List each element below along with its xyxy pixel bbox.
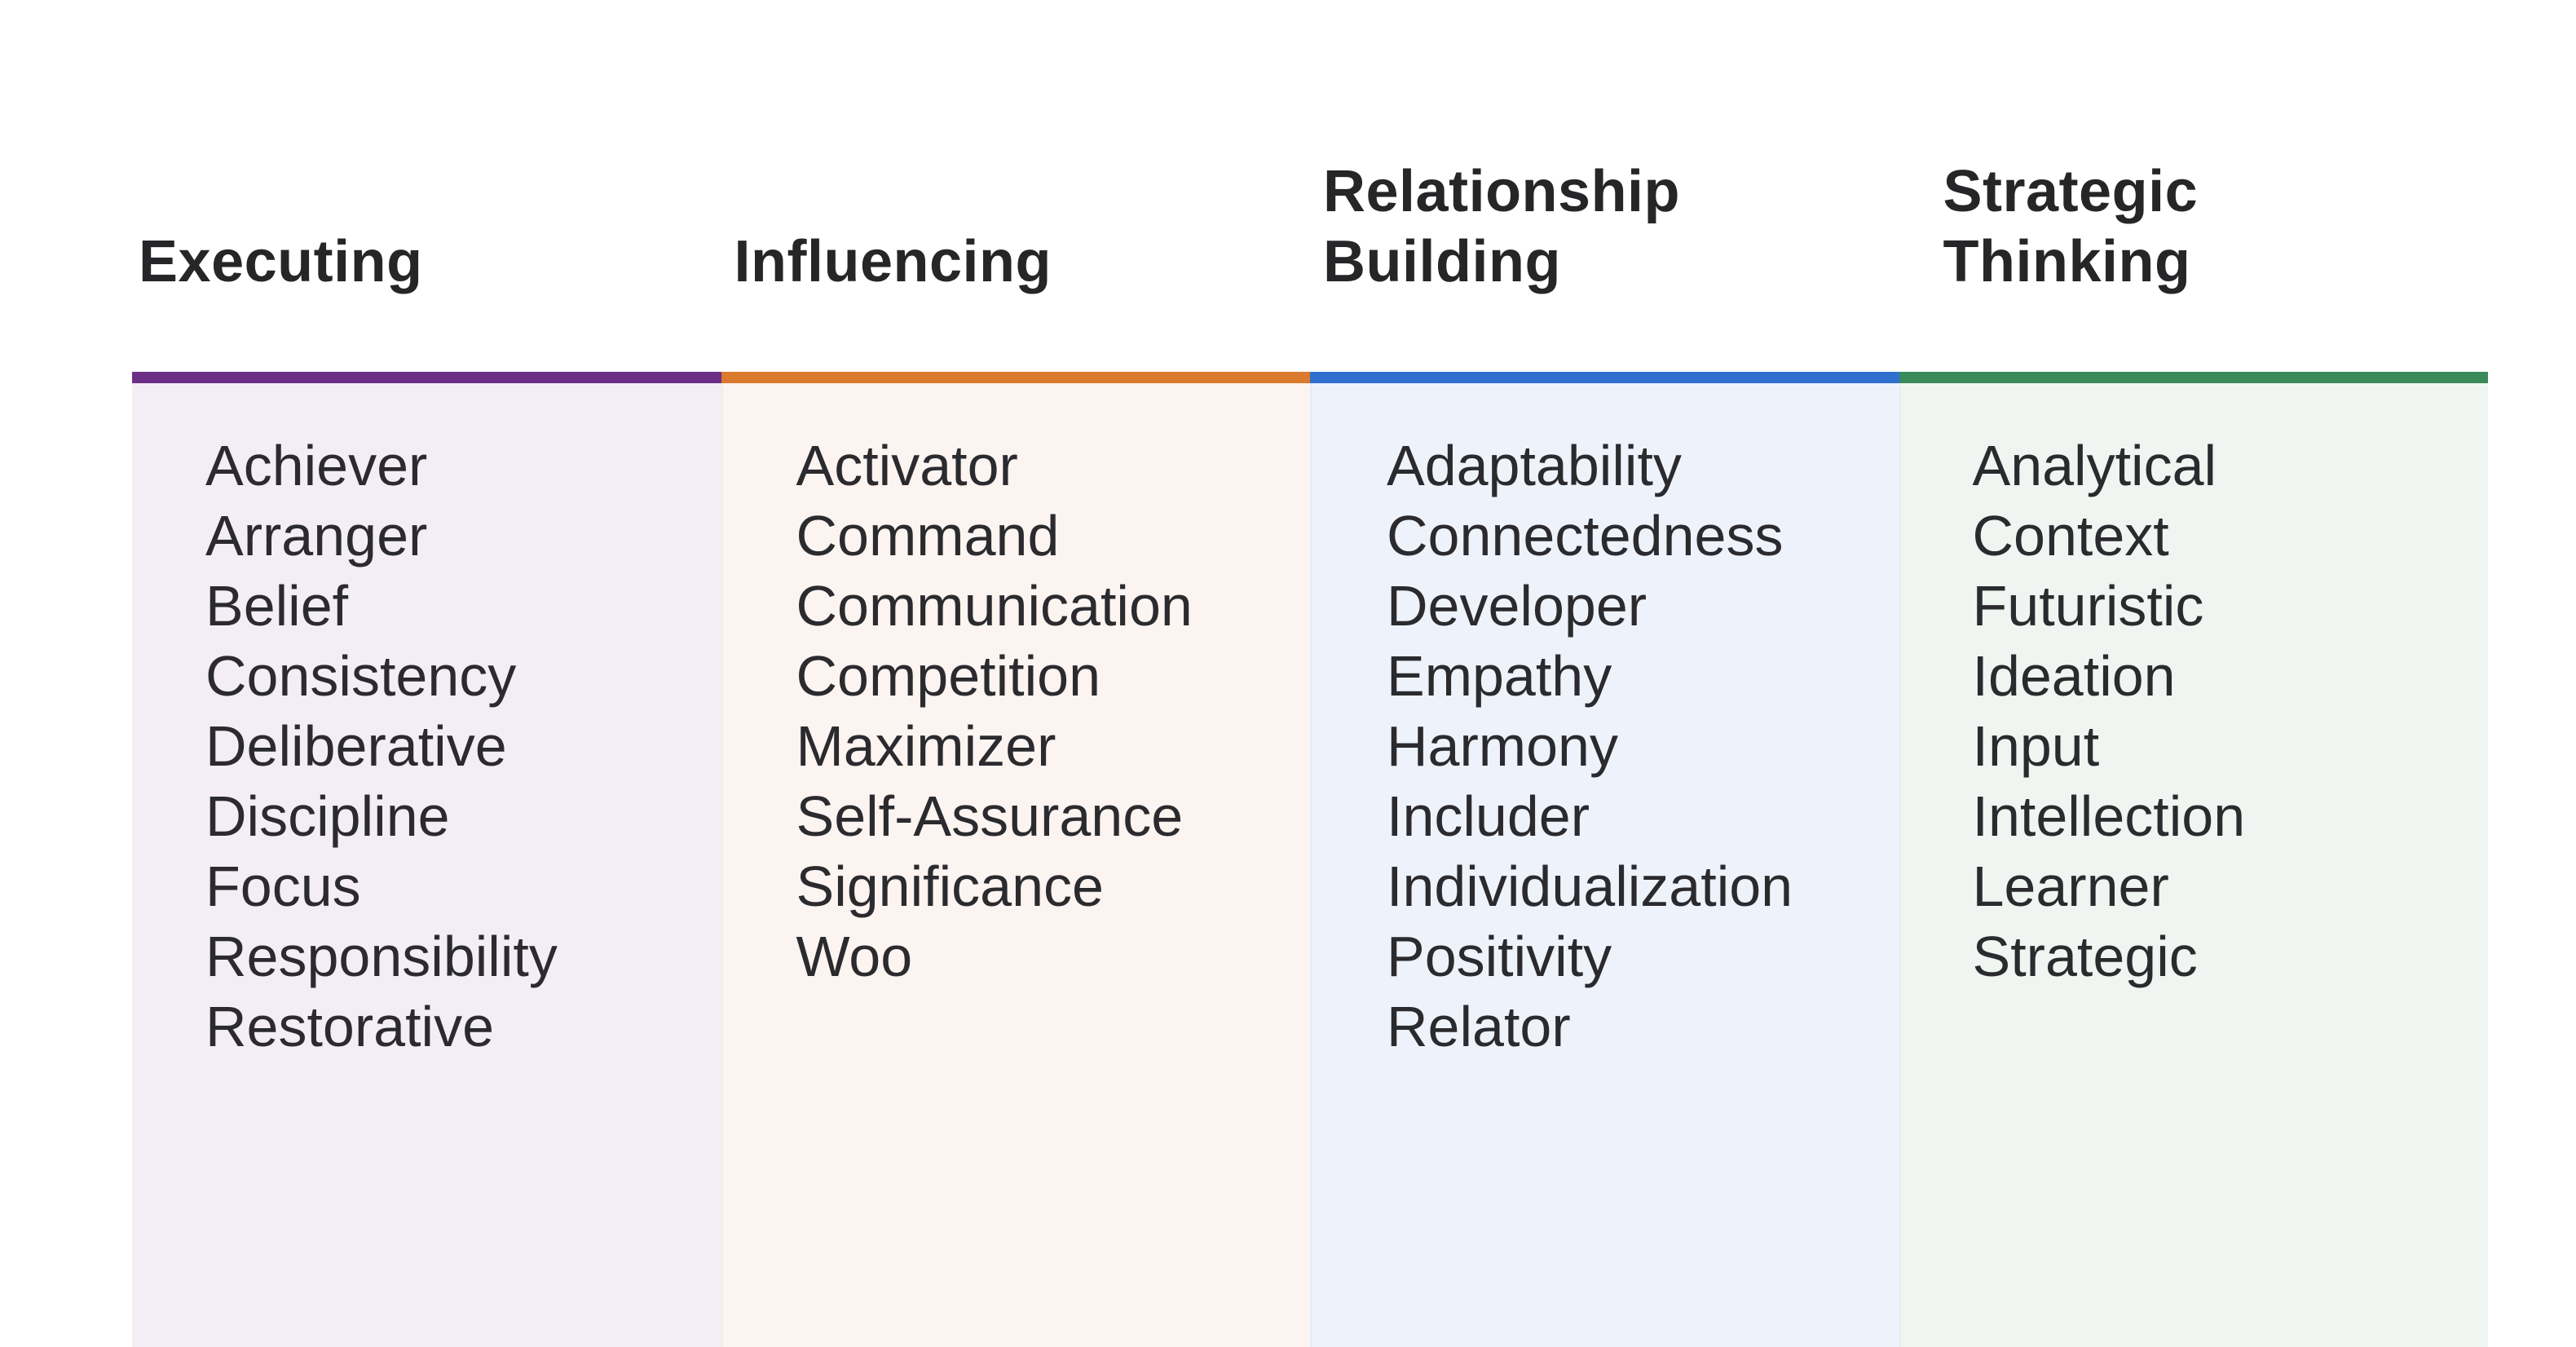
list-influencing: Activator Command Communication Competit…	[796, 431, 1311, 991]
list-item: Belief	[205, 574, 349, 638]
list-item: Connectedness	[1387, 504, 1784, 568]
column-influencing: Influencing Activator Command Communicat…	[721, 0, 1311, 1347]
panel-relationship-building: Adaptability Connectedness Developer Emp…	[1310, 383, 1899, 1347]
list-item: Intellection	[1972, 784, 2246, 848]
panel-influencing: Activator Command Communication Competit…	[721, 383, 1311, 1347]
list-item: Focus	[205, 855, 361, 918]
heading-executing: Executing	[139, 229, 423, 294]
list-item: Consistency	[205, 644, 517, 708]
list-item: Self-Assurance	[796, 784, 1184, 848]
divider-relationship-building	[1310, 372, 1899, 383]
list-item: Futuristic	[1972, 574, 2204, 638]
list-item: Ideation	[1972, 644, 2176, 708]
list-item: Positivity	[1387, 925, 1612, 988]
divider-executing	[132, 372, 721, 383]
list-item: Achiever	[205, 434, 428, 497]
list-item: Restorative	[205, 995, 495, 1058]
column-header-relationship-building: Relationship Building	[1310, 0, 1899, 372]
list-item: Significance	[796, 855, 1104, 918]
column-executing: Executing Achiever Arranger Belief Consi…	[132, 0, 721, 1347]
list-item: Adaptability	[1387, 434, 1682, 497]
list-item: Empathy	[1387, 644, 1612, 708]
list-executing: Achiever Arranger Belief Consistency Del…	[205, 431, 721, 1062]
list-item: Includer	[1387, 784, 1590, 848]
column-header-influencing: Influencing	[721, 0, 1310, 372]
divider-strategic-thinking	[1899, 372, 2488, 383]
list-item: Harmony	[1387, 714, 1618, 778]
list-item: Activator	[796, 434, 1018, 497]
themes-board: Executing Achiever Arranger Belief Consi…	[132, 0, 2488, 1347]
list-item: Context	[1972, 504, 2169, 568]
heading-influencing: Influencing	[734, 229, 1052, 294]
list-item: Woo	[796, 925, 913, 988]
list-item: Command	[796, 504, 1060, 568]
list-item: Learner	[1972, 855, 2169, 918]
list-item: Communication	[796, 574, 1193, 638]
panel-executing: Achiever Arranger Belief Consistency Del…	[132, 383, 721, 1347]
list-item: Developer	[1387, 574, 1647, 638]
list-item: Analytical	[1972, 434, 2217, 497]
list-item: Individualization	[1387, 855, 1793, 918]
column-relationship-building: Relationship Building Adaptability Conne…	[1310, 0, 1899, 1347]
list-item: Discipline	[205, 784, 450, 848]
list-item: Strategic	[1972, 925, 2198, 988]
column-header-strategic-thinking: Strategic Thinking	[1899, 0, 2488, 372]
column-strategic-thinking: Strategic Thinking Analytical Context Fu…	[1899, 0, 2489, 1347]
divider-influencing	[721, 372, 1310, 383]
heading-relationship-building: Relationship Building	[1323, 159, 1681, 294]
column-header-executing: Executing	[132, 0, 721, 372]
list-item: Competition	[796, 644, 1101, 708]
list-strategic-thinking: Analytical Context Futuristic Ideation I…	[1973, 431, 2489, 991]
heading-strategic-thinking: Strategic Thinking	[1943, 159, 2199, 294]
list-item: Relator	[1387, 995, 1571, 1058]
list-relationship-building: Adaptability Connectedness Developer Emp…	[1387, 431, 1899, 1062]
list-item: Input	[1972, 714, 2100, 778]
list-item: Deliberative	[205, 714, 507, 778]
panel-strategic-thinking: Analytical Context Futuristic Ideation I…	[1899, 383, 2489, 1347]
list-item: Responsibility	[205, 925, 558, 988]
list-item: Arranger	[205, 504, 428, 568]
list-item: Maximizer	[796, 714, 1056, 778]
